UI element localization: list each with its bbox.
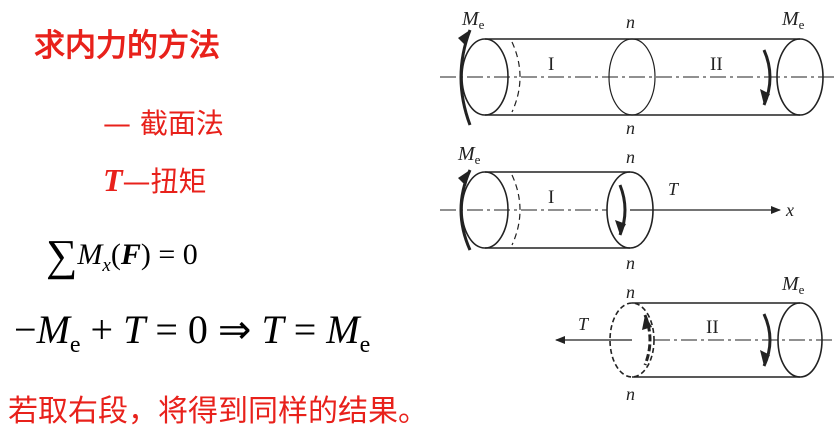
top-segment-2: II bbox=[710, 54, 723, 75]
eq2-t-symbol-2: T bbox=[261, 307, 284, 352]
conclusion-note: 若取右段，将得到同样的结果。 bbox=[8, 394, 428, 429]
eq2-part1: − bbox=[14, 307, 37, 352]
force-symbol: F bbox=[120, 238, 141, 271]
moment-subscript: x bbox=[102, 255, 111, 276]
eq2-me-symbol: M bbox=[36, 307, 70, 352]
eq2-me-subscript: e bbox=[69, 332, 81, 358]
eq2-me-subscript-2: e bbox=[359, 332, 371, 358]
top-n-lower: n bbox=[626, 118, 635, 138]
bot-n-upper: n bbox=[626, 282, 635, 302]
shaft-right-segment bbox=[555, 302, 835, 378]
mid-me-label: Me bbox=[457, 143, 481, 167]
torque-definition: T—扭矩 bbox=[103, 160, 207, 200]
page-title: 求内力的方法 bbox=[34, 28, 220, 64]
torque-text: —扭矩 bbox=[122, 165, 207, 198]
shaft-full bbox=[440, 29, 835, 126]
torque-equation: −Me + T = 0 ⇒ T = Me bbox=[14, 306, 370, 359]
shaft-left-segment bbox=[440, 169, 781, 251]
method-line: — 截面法 bbox=[103, 107, 224, 140]
mid-t-label: T bbox=[668, 179, 680, 199]
top-me-left-label: Me bbox=[461, 8, 485, 32]
top-me-right-label: Me bbox=[781, 8, 805, 32]
bot-n-lower: n bbox=[626, 384, 635, 404]
eq2-part2: + bbox=[80, 307, 124, 352]
top-n-upper: n bbox=[626, 12, 635, 32]
equilibrium-equation: ∑Mx(F) = 0 bbox=[46, 230, 198, 281]
bot-me-label: Me bbox=[781, 273, 805, 297]
torque-symbol: T bbox=[103, 162, 123, 198]
eq2-part4: = bbox=[283, 307, 327, 352]
moment-symbol: M bbox=[77, 238, 103, 271]
sum-symbol: ∑ bbox=[46, 231, 78, 280]
bot-segment-2: II bbox=[706, 317, 719, 338]
mid-n-upper: n bbox=[626, 147, 635, 167]
eq2-me-symbol-2: M bbox=[326, 307, 360, 352]
eq2-part3: = 0 ⇒ bbox=[145, 307, 262, 352]
eq2-t-symbol: T bbox=[123, 307, 146, 352]
mid-n-lower: n bbox=[626, 253, 635, 273]
bot-t-label: T bbox=[578, 314, 590, 334]
mid-segment-1: I bbox=[548, 187, 554, 208]
paren-open: ( bbox=[110, 238, 121, 271]
paren-close-equals: ) = 0 bbox=[140, 238, 198, 271]
mid-x-label: x bbox=[785, 200, 794, 220]
top-segment-1: I bbox=[548, 54, 554, 75]
